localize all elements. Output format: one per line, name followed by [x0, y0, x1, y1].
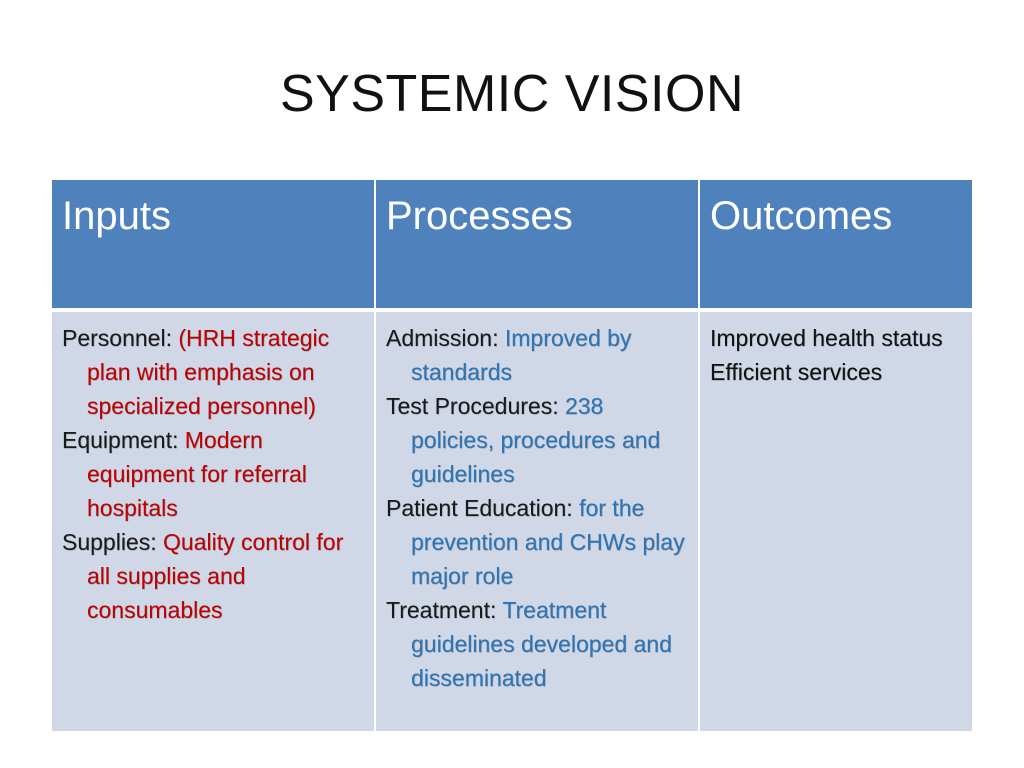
processes-entry-treatment: Treatment: Treatment guidelines develope…: [386, 593, 690, 695]
header-inputs: Inputs: [52, 180, 374, 308]
inputs-entry-personnel: Personnel: (HRH strategic plan with emph…: [62, 321, 366, 423]
entry-label: Equipment:: [62, 427, 185, 453]
header-processes: Processes: [376, 180, 698, 308]
processes-cell: Admission: Improved by standards Test Pr…: [376, 312, 698, 731]
inputs-entry-supplies: Supplies: Quality control for all suppli…: [62, 525, 366, 627]
outcomes-entry-health-status: Improved health status: [710, 325, 943, 351]
entry-value: Quality control for all supplies and con…: [87, 529, 344, 623]
entry-label: Personnel:: [62, 325, 179, 351]
systemic-vision-table: Inputs Processes Outcomes Personnel: (HR…: [52, 180, 972, 731]
entry-label: Test Procedures:: [386, 393, 565, 419]
processes-entry-admission: Admission: Improved by standards: [386, 321, 690, 389]
processes-entry-patient-education: Patient Education: for the prevention an…: [386, 491, 690, 593]
outcomes-cell: Improved health status Efficient service…: [700, 312, 972, 731]
processes-entry-test-procedures: Test Procedures: 238 policies, procedure…: [386, 389, 690, 491]
slide-title: SYSTEMIC VISION: [279, 65, 745, 123]
inputs-entry-equipment: Equipment: Modern equipment for referral…: [62, 423, 366, 525]
entry-value: (HRH strategic plan with emphasis on spe…: [87, 325, 330, 419]
entry-label: Patient Education:: [386, 495, 580, 521]
entry-value: for the prevention and CHWs play major r…: [411, 495, 685, 589]
header-outcomes: Outcomes: [700, 180, 972, 308]
entry-label: Treatment:: [386, 597, 503, 623]
entry-value: 238 policies, procedures and guidelines: [411, 393, 661, 487]
entry-label: Supplies:: [62, 529, 164, 555]
entry-value: Improved by standards: [411, 325, 632, 385]
entry-value: Treatment guidelines developed and disse…: [411, 597, 672, 691]
inputs-cell: Personnel: (HRH strategic plan with emph…: [52, 312, 374, 731]
entry-label: Admission:: [386, 325, 505, 351]
entry-value: Modern equipment for referral hospitals: [87, 427, 307, 521]
outcomes-entry-efficient-services: Efficient services: [710, 359, 883, 385]
